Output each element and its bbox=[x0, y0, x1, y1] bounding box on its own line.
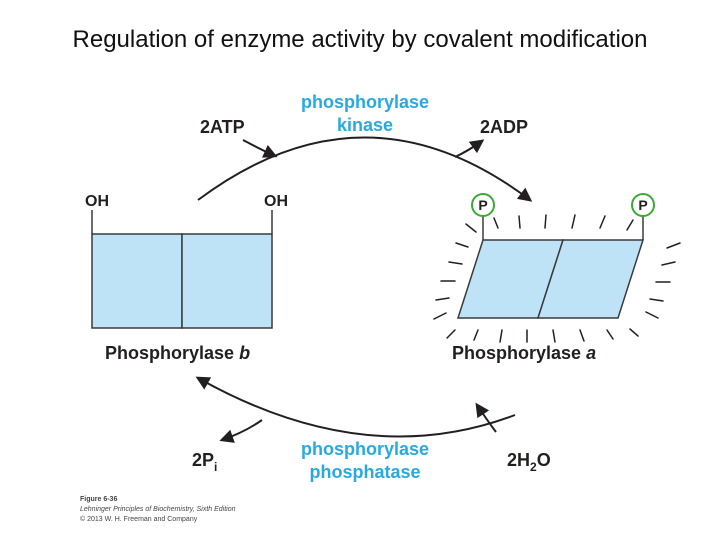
phosphatase-label-line1: phosphorylase bbox=[301, 439, 429, 459]
phosphorylase-b-label: Phosphorylase b bbox=[105, 343, 250, 363]
p-left-label: P bbox=[478, 197, 487, 213]
pi-label: 2Pi bbox=[192, 450, 217, 474]
pi-output-arrow bbox=[222, 420, 262, 440]
phosphorylase-b-structure bbox=[92, 210, 272, 328]
phosphorylase-a-label: Phosphorylase a bbox=[452, 343, 596, 363]
figure-copyright: © 2013 W. H. Freeman and Company bbox=[80, 515, 198, 523]
adp-output-arrow bbox=[455, 141, 482, 157]
adp-label: 2ADP bbox=[480, 117, 528, 137]
phosphatase-label-line2: phosphatase bbox=[309, 462, 420, 482]
phosphorylation-arc bbox=[198, 138, 530, 201]
kinase-label-line2: kinase bbox=[337, 115, 393, 135]
h2o-input-arrow bbox=[477, 405, 496, 432]
oh-right-label: OH bbox=[264, 193, 288, 210]
atp-input-arrow bbox=[243, 140, 275, 156]
atp-label: 2ATP bbox=[200, 117, 245, 137]
phosphorylase-b-subunit-right bbox=[182, 234, 272, 328]
phosphorylase-b-subunit-left bbox=[92, 234, 182, 328]
kinase-label-line1: phosphorylase bbox=[301, 92, 429, 112]
figure-source: Lehninger Principles of Biochemistry, Si… bbox=[80, 506, 236, 513]
figure-number: Figure 6-36 bbox=[80, 496, 117, 503]
dephosphorylation-arc bbox=[198, 378, 515, 437]
phosphorylase-a-structure bbox=[434, 194, 680, 342]
p-right-label: P bbox=[638, 197, 647, 213]
h2o-label: 2H2O bbox=[507, 450, 551, 474]
oh-left-label: OH bbox=[85, 193, 109, 210]
